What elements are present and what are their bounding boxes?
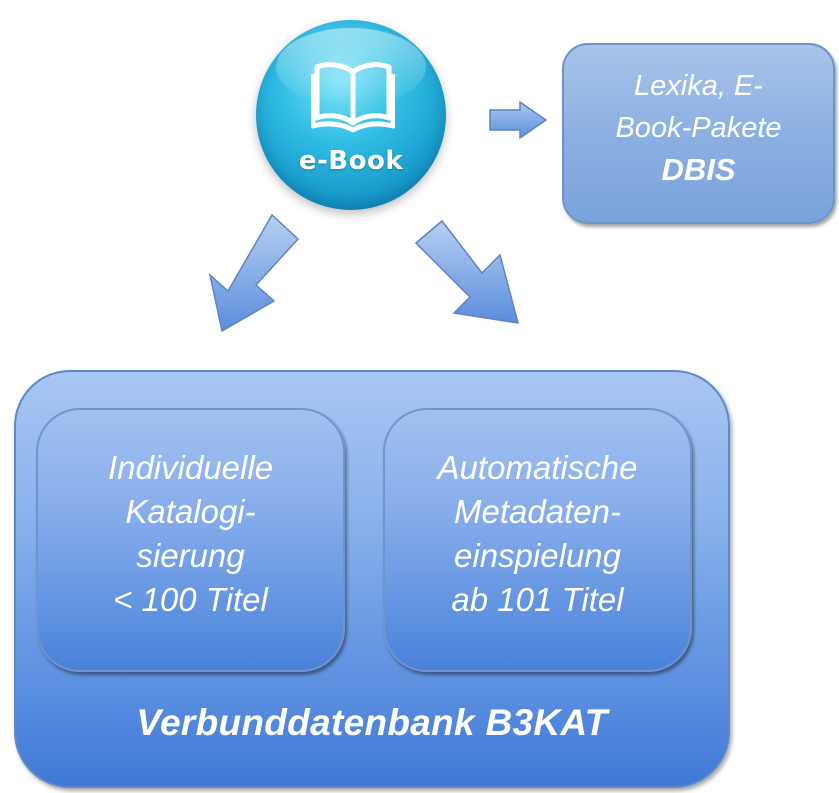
automatic-metadata-box: Automatische Metadaten- einspielung ab 1… xyxy=(383,408,692,672)
ebook-label: e-Book xyxy=(298,146,404,176)
b3kat-box: Individuelle Katalogi- sierung < 100 Tit… xyxy=(14,370,730,788)
dbis-line-2: Book-Pakete xyxy=(615,112,782,144)
arrow-right-to-dbis xyxy=(489,100,548,140)
right-line-2: Metadaten- xyxy=(454,493,621,530)
right-line-1: Automatische xyxy=(437,449,638,486)
left-line-4: < 100 Titel xyxy=(113,581,268,618)
dbis-line-1: Lexika, E- xyxy=(634,70,763,102)
arrow-down-right xyxy=(414,219,520,324)
individual-cataloguing-box: Individuelle Katalogi- sierung < 100 Tit… xyxy=(36,408,345,672)
b3kat-title: Verbunddatenbank B3KAT xyxy=(136,702,608,743)
right-line-3: einspielung xyxy=(454,537,621,574)
dbis-title: DBIS xyxy=(661,152,736,187)
left-line-1: Individuelle xyxy=(107,449,274,486)
arrow-down-left xyxy=(208,213,300,333)
ebook-circle: e-Book xyxy=(256,20,446,210)
open-book-icon xyxy=(311,62,395,133)
right-line-4: ab 101 Titel xyxy=(451,581,624,618)
left-line-2: Katalogi- xyxy=(125,493,256,530)
dbis-box: Lexika, E- Book-Pakete DBIS xyxy=(562,43,835,224)
left-line-3: sierung xyxy=(136,537,245,574)
